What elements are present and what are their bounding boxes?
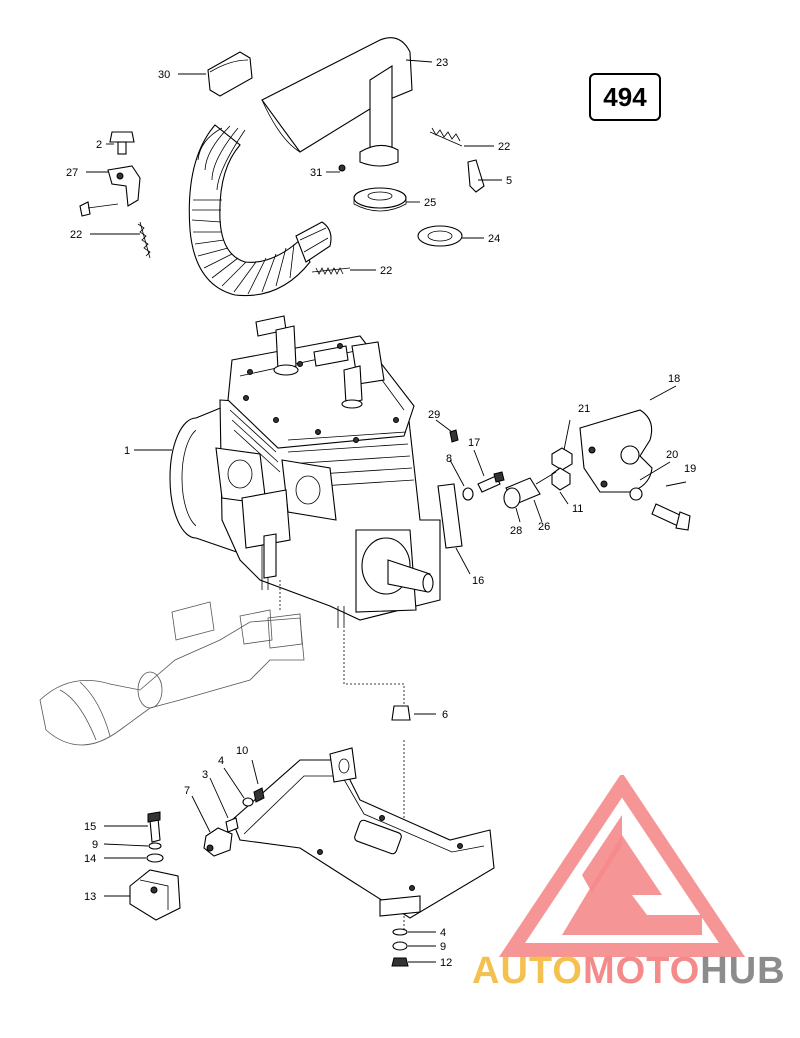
callout-4-upper: 4: [218, 755, 224, 767]
callout-labels: 30 23 2 27 22 31 22 5 25 24 22 22 1 18 2…: [66, 57, 696, 969]
callout-7: 7: [184, 785, 190, 797]
callout-4-lower: 4: [440, 927, 446, 939]
callout-5: 5: [506, 175, 512, 187]
callout-24: 24: [488, 233, 500, 245]
engine-support-plate-drawing: [231, 747, 495, 919]
callout-12: 12: [440, 957, 452, 969]
callout-22-right: 22: [498, 141, 510, 153]
automotohub-logo-icon: [498, 775, 746, 957]
callout-9-lower: 9: [440, 941, 446, 953]
watermark-part-hub: HUB: [700, 950, 786, 992]
watermark-part-moto: MOTO: [582, 950, 701, 992]
callout-8: 8: [446, 453, 452, 465]
callout-20: 20: [666, 449, 678, 461]
callout-15: 15: [84, 821, 96, 833]
callout-30: 30: [158, 69, 170, 81]
callout-28: 28: [510, 525, 522, 537]
callout-18: 18: [668, 373, 680, 385]
watermark-part-auto: AUTO: [472, 950, 583, 992]
engine-block-drawing: [169, 315, 441, 628]
callout-16: 16: [472, 575, 484, 587]
rear-engine-mount-drawing: [437, 409, 691, 549]
callout-17: 17: [468, 437, 480, 449]
leader-lines: [86, 59, 687, 963]
callout-31: 31: [310, 167, 322, 179]
callout-10: 10: [236, 745, 248, 757]
callout-13: 13: [84, 891, 96, 903]
callout-25: 25: [424, 197, 436, 209]
callout-6: 6: [442, 709, 448, 721]
callout-22-left: 22: [70, 229, 82, 241]
callout-14: 14: [84, 853, 96, 865]
callout-1: 1: [124, 445, 130, 457]
callout-3: 3: [202, 769, 208, 781]
alignment-line-center: [343, 630, 405, 712]
callout-2: 2: [96, 139, 102, 151]
callout-21: 21: [578, 403, 590, 415]
callout-26: 26: [538, 521, 550, 533]
watermark-wordmark: AUTOMOTOHUB: [472, 950, 786, 993]
callout-23: 23: [436, 57, 448, 69]
callout-11: 11: [572, 503, 583, 515]
callout-22-lower: 22: [380, 265, 392, 277]
front-motor-mount-drawing: [129, 705, 411, 967]
callout-19: 19: [684, 463, 696, 475]
callout-27: 27: [66, 167, 78, 179]
exhaust-pipe-drawing: [79, 37, 485, 297]
callout-9-left: 9: [92, 839, 98, 851]
callout-29: 29: [428, 409, 440, 421]
page-number-badge: 494: [589, 73, 661, 121]
exhaust-manifold-ghost: [39, 601, 305, 746]
